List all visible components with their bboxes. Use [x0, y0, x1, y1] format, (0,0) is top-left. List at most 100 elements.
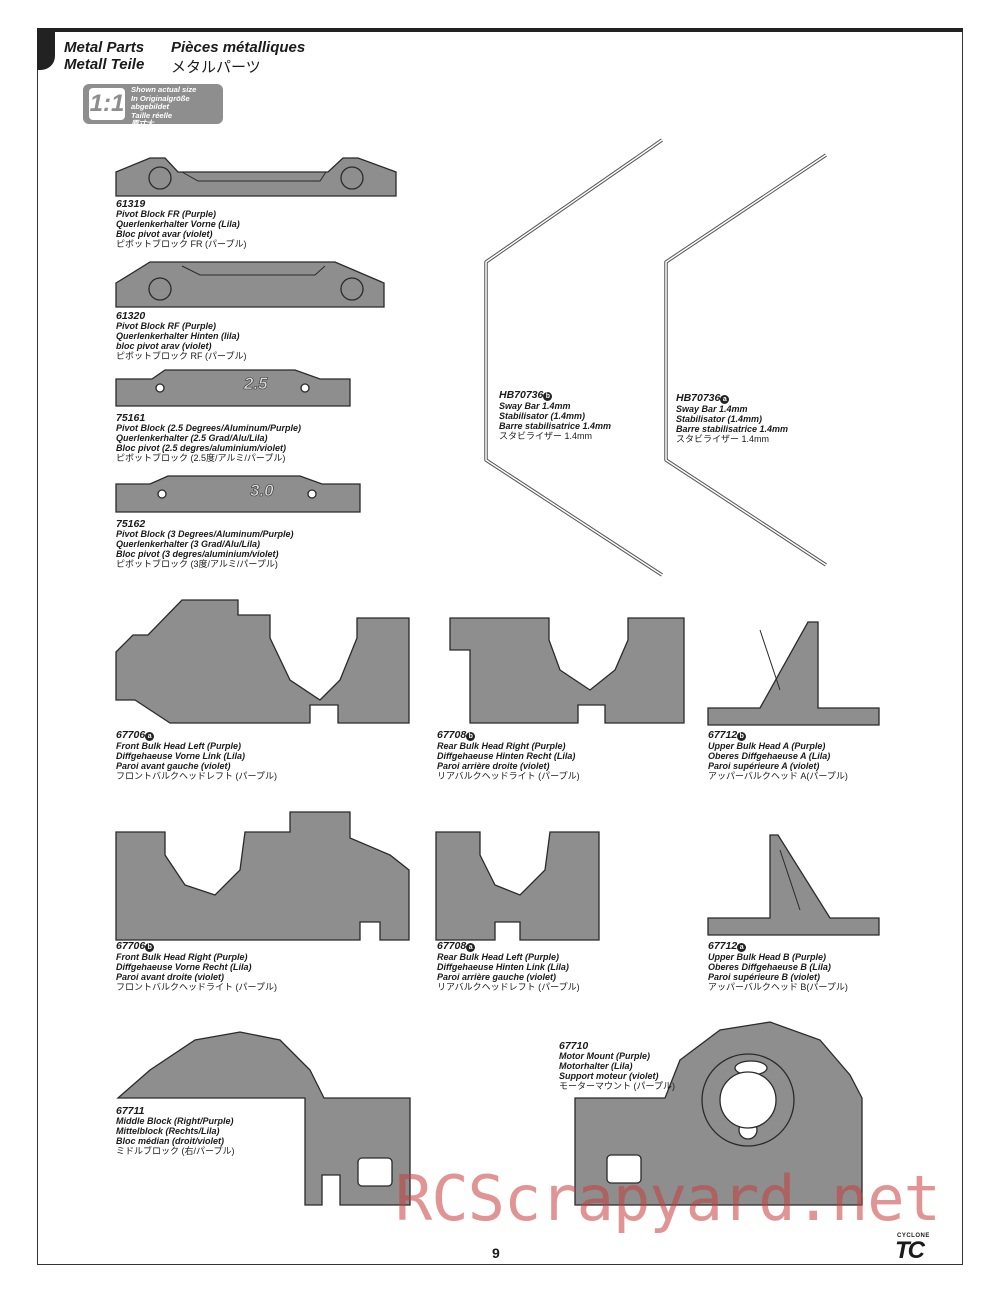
- part-number: 61320: [116, 310, 146, 322]
- pivot-stamp-2-5: 2.5: [244, 374, 268, 394]
- part-name-jp: モーターマウント (パープル): [559, 1081, 675, 1091]
- part-name-de: Oberes Diffgehaeuse A (Lila): [708, 751, 831, 761]
- part-number: HB70736: [676, 392, 721, 404]
- part-name-de: Querlenkerhalter (2.5 Grad/Alu/Lila): [116, 433, 268, 443]
- rear-bulk-head-left-image: [435, 831, 600, 941]
- rear-bulk-head-right-image: [449, 617, 685, 724]
- part-name-jp: フロントバルクヘッドライト (パープル): [116, 982, 277, 992]
- part-name-en: Pivot Block (2.5 Degrees/Aluminum/Purple…: [116, 423, 302, 433]
- front-bulk-head-right-image: [115, 811, 410, 941]
- part-name-en: Middle Block (Right/Purple): [116, 1116, 234, 1126]
- part-caption-61320: 61320 Pivot Block RF (Purple) Querlenker…: [116, 311, 246, 361]
- title-metall-teile: Metall Teile: [64, 56, 145, 73]
- part-number: 67712: [708, 940, 738, 952]
- part-name-de: Diffgehaeuse Vorne Recht (Lila): [116, 962, 252, 972]
- part-name-en: Pivot Block FR (Purple): [116, 209, 217, 219]
- part-name-fr: Bloc médian (droit/violet): [116, 1136, 225, 1146]
- part-number: 67706: [116, 940, 146, 952]
- part-name-jp: フロントバルクヘッドレフト (パープル): [116, 771, 277, 781]
- part-name-jp: リアバルクヘッドライト (パープル): [437, 771, 580, 781]
- part-number: 61319: [116, 198, 146, 210]
- part-name-en: Pivot Block (3 Degrees/Aluminum/Purple): [116, 529, 294, 539]
- part-name-fr: Barre stabilisatrice 1.4mm: [676, 424, 789, 434]
- part-name-en: Front Bulk Head Left (Purple): [116, 741, 242, 751]
- sway-bar-a-image: [664, 153, 827, 567]
- page-number: 9: [492, 1245, 500, 1261]
- middle-block-image: [116, 1031, 411, 1206]
- part-caption-75162: 75162 Pivot Block (3 Degrees/Aluminum/Pu…: [116, 519, 294, 569]
- section-tab: [37, 28, 55, 70]
- pivot-block-fr-image: [115, 157, 397, 197]
- scale-line-en: Shown actual size: [131, 85, 197, 94]
- part-name-en: Upper Bulk Head A (Purple): [708, 741, 826, 751]
- part-name-jp: ピボットブロック (2.5度/アルミ/パープル): [116, 453, 286, 463]
- part-name-de: Stabilisator (1.4mm): [499, 411, 586, 421]
- pivot-block-3-0-image: [115, 475, 361, 513]
- part-number: 75162: [116, 518, 146, 530]
- part-name-de: Querlenkerhalter Hinten (lila): [116, 331, 240, 341]
- part-name-en: Front Bulk Head Right (Purple): [116, 952, 248, 962]
- front-bulk-head-left-image: [115, 599, 410, 724]
- part-caption-75161: 75161 Pivot Block (2.5 Degrees/Aluminum/…: [116, 413, 301, 463]
- part-name-fr: Paroi supérieure A (violet): [708, 761, 820, 771]
- scale-line-fr: Taille réelle: [131, 110, 173, 120]
- part-name-en: Sway Bar 1.4mm: [676, 404, 748, 414]
- part-name-de: Querlenkerhalter Vorne (Lila): [116, 219, 240, 229]
- title-japanese: メタルパーツ: [171, 59, 261, 76]
- variant-badge: a: [145, 732, 155, 741]
- part-name-jp: アッパーバルクヘッド A(パープル): [708, 771, 848, 781]
- watermark: RCScrapyard.net: [395, 1162, 941, 1235]
- part-name-de: Stabilisator (1.4mm): [676, 414, 763, 424]
- part-number: 67711: [116, 1105, 145, 1117]
- part-caption-61319: 61319 Pivot Block FR (Purple) Querlenker…: [116, 199, 246, 249]
- logo-big-text: TC: [895, 1237, 925, 1264]
- variant-badge: b: [145, 943, 155, 952]
- part-name-fr: Bloc pivot (2.5 degres/aluminium/violet): [116, 443, 287, 453]
- variant-badge: b: [543, 392, 553, 401]
- actual-size-badge: 1:1 Shown actual size In Originalgröße a…: [83, 84, 223, 128]
- scale-text: Shown actual size In Originalgröße abgeb…: [131, 85, 223, 129]
- part-name-de: Motorhalter (Lila): [559, 1061, 633, 1071]
- part-name-fr: Paroi avant gauche (violet): [116, 761, 231, 771]
- logo-small-text: CYCLONE: [897, 1233, 930, 1239]
- part-name-jp: リアバルクヘッドレフト (パープル): [437, 982, 580, 992]
- cyclone-tc-logo: CYCLONE TC: [895, 1233, 939, 1264]
- scale-line-jp: 原寸大: [131, 119, 154, 129]
- part-name-de: Diffgehaeuse Vorne Link (Lila): [116, 751, 246, 761]
- part-number: HB70736: [499, 389, 544, 401]
- upper-bulk-head-a-image: [707, 621, 880, 726]
- variant-badge: a: [466, 943, 476, 952]
- variant-badge: b: [737, 732, 747, 741]
- part-name-jp: ミドルブロック (右/パープル): [116, 1146, 235, 1156]
- title-pieces-metalliques: Pièces métalliques: [171, 39, 306, 56]
- pivot-block-2-5-image: [115, 369, 351, 407]
- part-name-fr: Support moteur (violet): [559, 1071, 659, 1081]
- part-name-fr: Paroi avant droite (violet): [116, 972, 225, 982]
- part-number: 67708: [437, 940, 467, 952]
- part-name-jp: スタビライザー 1.4mm: [499, 431, 593, 441]
- part-name-en: Sway Bar 1.4mm: [499, 401, 571, 411]
- part-name-de: Querlenkerhalter (3 Grad/Alu/Lila): [116, 539, 261, 549]
- part-name-de: Oberes Diffgehaeuse B (Lila): [708, 962, 831, 972]
- part-name-jp: スタビライザー 1.4mm: [676, 434, 770, 444]
- part-name-fr: Barre stabilisatrice 1.4mm: [499, 421, 612, 431]
- part-name-fr: Paroi arrière gauche (violet): [437, 972, 557, 982]
- part-name-fr: bloc pivot arav (violet): [116, 341, 212, 351]
- part-number: 67706: [116, 729, 146, 741]
- title-metal-parts: Metal Parts: [64, 39, 145, 56]
- part-name-jp: ピボットブロック (3度/アルミ/パープル): [116, 559, 278, 569]
- part-name-fr: Paroi arrière droite (violet): [437, 761, 550, 771]
- variant-badge: b: [466, 732, 476, 741]
- part-name-fr: Bloc pivot avar (violet): [116, 229, 213, 239]
- part-number: 67710: [559, 1040, 589, 1052]
- part-number: 67708: [437, 729, 467, 741]
- variant-badge: a: [737, 943, 747, 952]
- part-caption-67711: 67711 Middle Block (Right/Purple) Mittel…: [116, 1106, 234, 1156]
